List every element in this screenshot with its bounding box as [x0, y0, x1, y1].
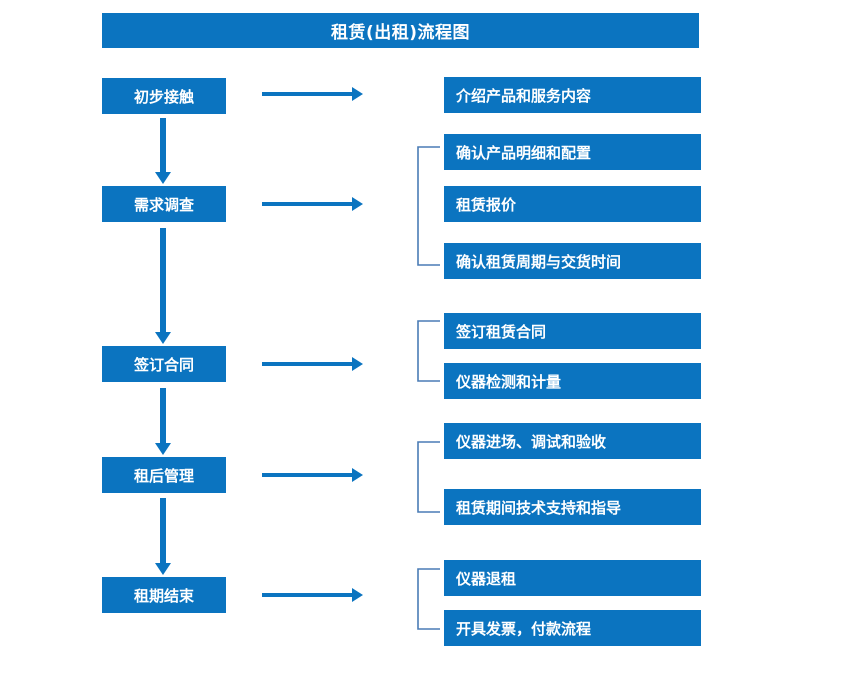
arrow-right-3	[262, 355, 363, 373]
detail-box-5-1[interactable]: 仪器退租	[444, 560, 701, 596]
connector-arrow-1	[154, 118, 172, 184]
arrow-right-4	[262, 466, 363, 484]
detail-box-1-1[interactable]: 介绍产品和服务内容	[444, 77, 701, 113]
detail-box-3-1[interactable]: 签订租赁合同	[444, 313, 701, 349]
detail-box-2-2[interactable]: 租赁报价	[444, 186, 701, 222]
stage-box-5[interactable]: 租期结束	[102, 577, 226, 613]
arrow-right-1	[262, 85, 363, 103]
detail-box-4-1[interactable]: 仪器进场、调试和验收	[444, 423, 701, 459]
connector-arrow-3	[154, 388, 172, 455]
arrow-right-5	[262, 586, 363, 604]
arrow-right-2	[262, 195, 363, 213]
page-title: 租赁(出租)流程图	[102, 13, 699, 48]
group-bracket-5	[416, 568, 440, 630]
stage-box-1[interactable]: 初步接触	[102, 78, 226, 114]
stage-box-2[interactable]: 需求调查	[102, 186, 226, 222]
detail-box-3-2[interactable]: 仪器检测和计量	[444, 363, 701, 399]
group-bracket-2	[416, 146, 440, 266]
detail-box-5-2[interactable]: 开具发票，付款流程	[444, 610, 701, 646]
group-bracket-4	[416, 441, 440, 513]
stage-box-4[interactable]: 租后管理	[102, 457, 226, 493]
connector-arrow-2	[154, 228, 172, 344]
connector-arrow-4	[154, 498, 172, 575]
detail-box-4-2[interactable]: 租赁期间技术支持和指导	[444, 489, 701, 525]
stage-box-3[interactable]: 签订合同	[102, 346, 226, 382]
detail-box-2-3[interactable]: 确认租赁周期与交货时间	[444, 243, 701, 279]
group-bracket-3	[416, 320, 440, 382]
detail-box-2-1[interactable]: 确认产品明细和配置	[444, 134, 701, 170]
